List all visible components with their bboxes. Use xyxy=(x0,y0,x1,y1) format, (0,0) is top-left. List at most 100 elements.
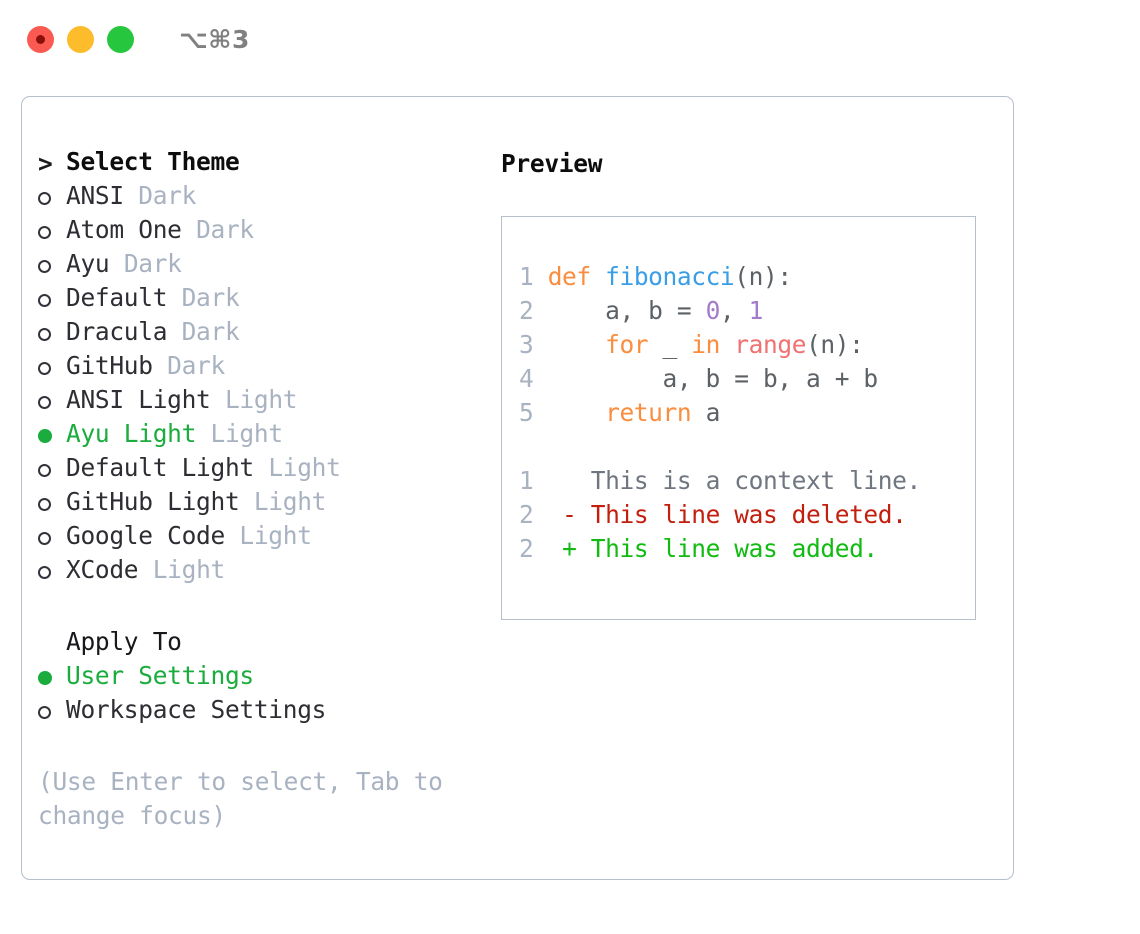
radio-dot-icon xyxy=(38,327,51,341)
code-token: range xyxy=(734,330,807,359)
code-token xyxy=(548,398,605,427)
radio-unselected-icon xyxy=(38,453,66,487)
spacer xyxy=(124,181,138,210)
theme-item-variant-tag: Light xyxy=(239,521,312,550)
apply-to-heading: Apply To xyxy=(66,627,182,656)
radio-unselected-icon xyxy=(38,317,66,351)
code-line: 4 a, b = b, a + b xyxy=(519,362,975,396)
spacer xyxy=(38,627,66,661)
theme-item-variant-tag: Light xyxy=(268,453,341,482)
diff-sign xyxy=(562,466,591,495)
radio-dot-icon xyxy=(38,259,51,273)
code-token: return xyxy=(605,398,692,427)
theme-item-3[interactable]: Default Dark xyxy=(38,283,458,317)
radio-unselected-icon xyxy=(38,249,66,283)
radio-dot-icon xyxy=(38,497,51,511)
theme-item-label: Google Code xyxy=(66,521,225,550)
theme-item-10[interactable]: Google Code Light xyxy=(38,521,458,555)
code-token: _ xyxy=(648,330,692,359)
theme-item-6[interactable]: ANSI Light Light xyxy=(38,385,458,419)
spacer xyxy=(225,521,239,550)
radio-unselected-icon xyxy=(38,521,66,555)
radio-unselected-icon xyxy=(38,385,66,419)
code-line-number: 4 xyxy=(519,364,548,393)
theme-item-variant-tag: Dark xyxy=(196,215,254,244)
theme-item-0[interactable]: ANSI Dark xyxy=(38,181,458,215)
code-line-number: 2 xyxy=(519,296,548,325)
code-token: a, b = b, a + b xyxy=(547,364,879,393)
code-line: 2 a, b = 0, 1 xyxy=(519,294,975,328)
spacer xyxy=(153,351,167,380)
radio-dot-icon xyxy=(38,463,51,477)
theme-item-variant-tag: Dark xyxy=(138,181,197,210)
apply-option-0[interactable]: User Settings xyxy=(38,661,458,695)
diff-line-del: 2 - This line was deleted. xyxy=(519,498,975,532)
theme-item-9[interactable]: GitHub Light Light xyxy=(38,487,458,521)
radio-unselected-icon xyxy=(38,215,66,249)
theme-item-variant-tag: Dark xyxy=(123,249,182,278)
prompt-caret-icon: > xyxy=(38,149,53,178)
theme-item-7[interactable]: Ayu Light Light xyxy=(38,419,458,453)
radio-unselected-icon xyxy=(38,555,66,589)
code-line-number: 1 xyxy=(519,262,548,291)
code-line: 1 def fibonacci(n): xyxy=(519,260,975,294)
theme-item-label: Default Light xyxy=(66,453,254,482)
preview-column: Preview 1 def fibonacci(n):2 a, b = 0, 1… xyxy=(501,147,981,620)
theme-item-variant-tag: Dark xyxy=(181,283,240,312)
radio-unselected-icon xyxy=(38,351,66,385)
code-token: 0 xyxy=(705,296,721,325)
keyboard-hint-text: (Use Enter to select, Tab to change focu… xyxy=(38,767,458,830)
apply-to-heading-row: Apply To xyxy=(38,627,458,661)
code-token: (n): xyxy=(806,330,864,359)
close-button[interactable] xyxy=(27,25,54,53)
theme-item-variant-tag: Light xyxy=(210,419,284,448)
diff-sign: - xyxy=(562,500,591,529)
spacer xyxy=(138,555,152,584)
radio-dot-icon xyxy=(38,671,52,685)
code-token: , xyxy=(719,296,749,325)
apply-option-label: Workspace Settings xyxy=(66,695,327,724)
spacer xyxy=(167,283,181,312)
code-blank-line xyxy=(519,430,975,464)
diff-line-number: 1 xyxy=(519,466,563,495)
diff-line-number: 2 xyxy=(519,534,563,563)
code-token xyxy=(548,330,605,359)
spacer xyxy=(167,317,181,346)
theme-item-label: GitHub xyxy=(66,351,153,380)
page-title: Select Theme xyxy=(66,147,240,176)
apply-option-1[interactable]: Workspace Settings xyxy=(38,695,458,729)
radio-dot-icon xyxy=(38,531,51,545)
theme-item-variant-tag: Light xyxy=(152,555,226,584)
theme-item-5[interactable]: GitHub Dark xyxy=(38,351,458,385)
code-token: (n): xyxy=(734,262,792,291)
radio-dot-icon xyxy=(38,293,51,307)
spacer xyxy=(254,453,268,482)
minimize-button[interactable] xyxy=(67,25,94,53)
theme-item-label: Atom One xyxy=(66,215,182,244)
maximize-button[interactable] xyxy=(107,25,134,53)
select-theme-heading-row: > Select Theme xyxy=(38,147,458,181)
apply-option-label: User Settings xyxy=(66,661,254,690)
spacer xyxy=(196,419,210,448)
theme-item-label: ANSI xyxy=(66,181,124,210)
radio-unselected-icon xyxy=(38,487,66,521)
theme-item-2[interactable]: Ayu Dark xyxy=(38,249,458,283)
theme-item-11[interactable]: XCode Light xyxy=(38,555,458,589)
code-line-number: 3 xyxy=(519,330,548,359)
diff-sign: + xyxy=(562,534,591,563)
theme-item-label: Ayu Light xyxy=(66,419,197,448)
code-line: 5 return a xyxy=(519,396,975,430)
theme-item-4[interactable]: Dracula Dark xyxy=(38,317,458,351)
code-token: 1 xyxy=(748,296,764,325)
radio-dot-icon xyxy=(38,395,51,409)
radio-unselected-icon xyxy=(38,181,66,215)
theme-item-8[interactable]: Default Light Light xyxy=(38,453,458,487)
radio-selected-icon xyxy=(38,661,66,695)
theme-item-1[interactable]: Atom One Dark xyxy=(38,215,458,249)
